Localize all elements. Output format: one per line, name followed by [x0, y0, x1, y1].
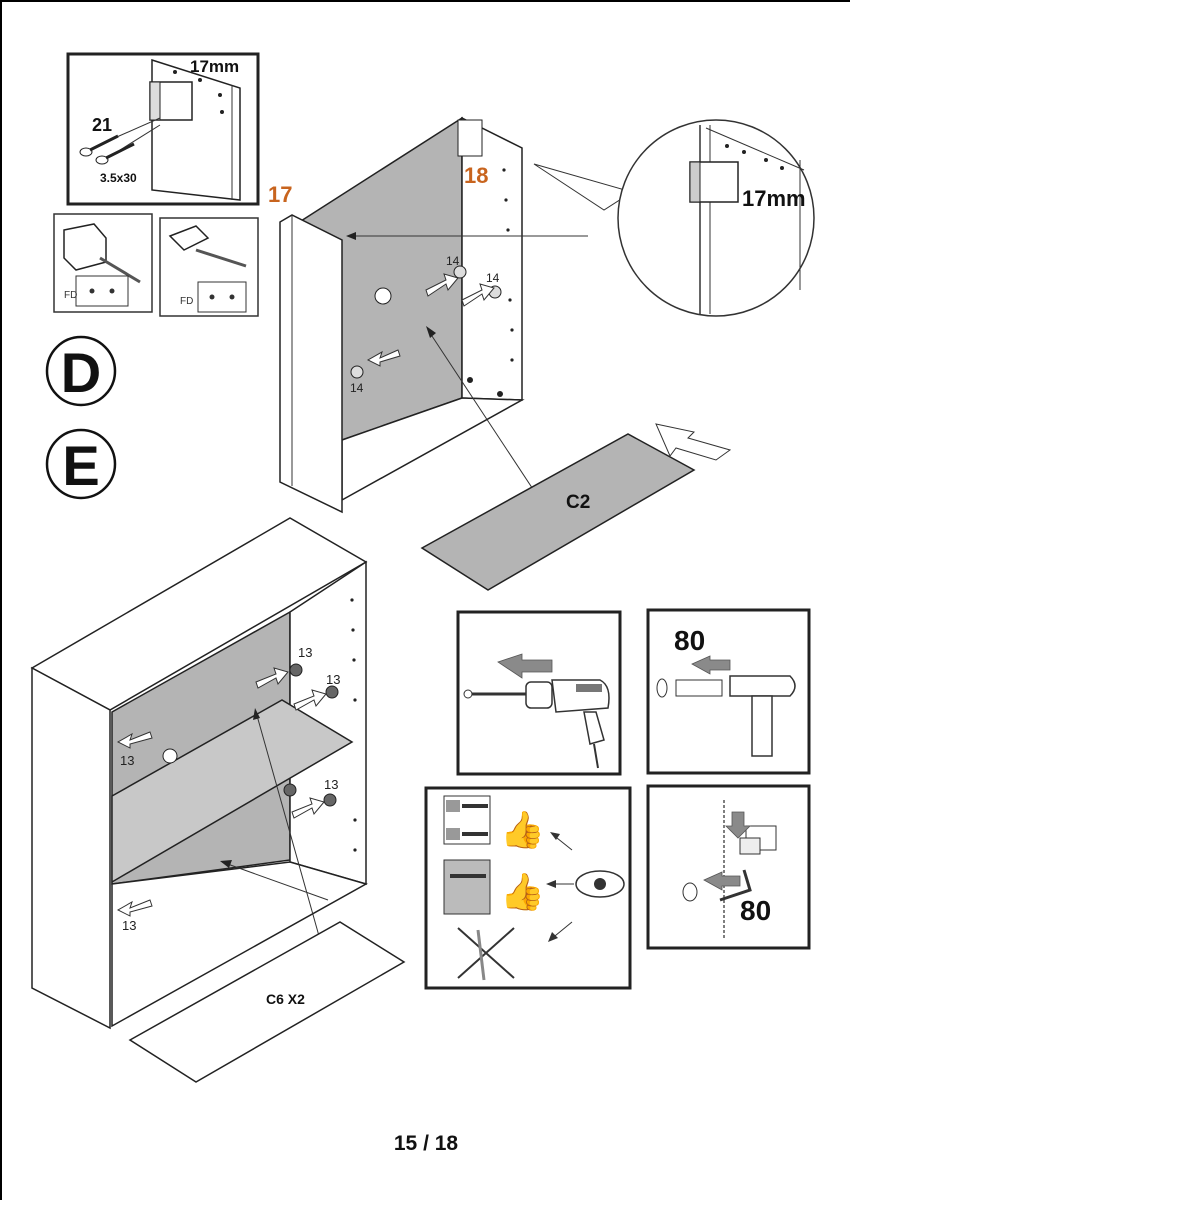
- step-e-badge: E: [45, 428, 117, 500]
- zoom-detail: 17mm: [533, 119, 815, 317]
- fitting-label: 13: [324, 777, 338, 792]
- fitting-label: 13: [122, 918, 136, 933]
- page-number: 15 / 18: [394, 1132, 459, 1155]
- svg-text:E: E: [62, 434, 99, 497]
- drill-panel: [456, 610, 622, 776]
- step-d-badge: D: [45, 335, 117, 407]
- inset-cam-fitting: 17mm 21 3.5x30: [66, 52, 260, 206]
- detail-box-cam: FD: [53, 213, 153, 313]
- upper-cabinet: 17 18 14 14 14: [268, 116, 588, 514]
- detail-box-dowel: FD: [159, 217, 259, 317]
- side-label-17: 17: [268, 182, 292, 207]
- svg-text:FD: FD: [180, 296, 193, 307]
- anchor-check-panel: 👍 👍: [424, 786, 632, 990]
- thumbs-up-icon: 👍: [500, 809, 545, 850]
- thumbs-up-icon: 👍: [500, 871, 545, 912]
- panel-c2: C2: [420, 423, 732, 591]
- svg-text:D: D: [61, 341, 101, 404]
- hammer-size-label: 80: [674, 625, 705, 656]
- shelf-c6-label: C6 X2: [266, 991, 305, 1007]
- inset-part-number: 21: [92, 115, 112, 135]
- side-label-18: 18: [464, 163, 488, 188]
- screw-size-label: 80: [740, 895, 771, 926]
- fitting-label: 14: [446, 254, 460, 268]
- zoom-thickness-label: 17mm: [742, 186, 806, 211]
- fitting-label: 13: [120, 753, 134, 768]
- fitting-label: 14: [350, 381, 364, 395]
- fitting-label: 13: [326, 672, 340, 687]
- inset-screw-size: 3.5x30: [100, 171, 137, 185]
- hammer-panel: 80: [646, 608, 811, 775]
- panel-c2-label: C2: [566, 492, 590, 513]
- lower-cabinet: 13 13 13 13 13: [30, 517, 368, 1030]
- shelf-c6: C6 X2: [128, 921, 406, 1083]
- fitting-label: 14: [486, 271, 500, 285]
- bracket-screw-panel: 80: [646, 784, 811, 950]
- inset-thickness-label: 17mm: [190, 57, 239, 76]
- svg-text:FD: FD: [64, 290, 77, 301]
- fitting-label: 13: [298, 645, 312, 660]
